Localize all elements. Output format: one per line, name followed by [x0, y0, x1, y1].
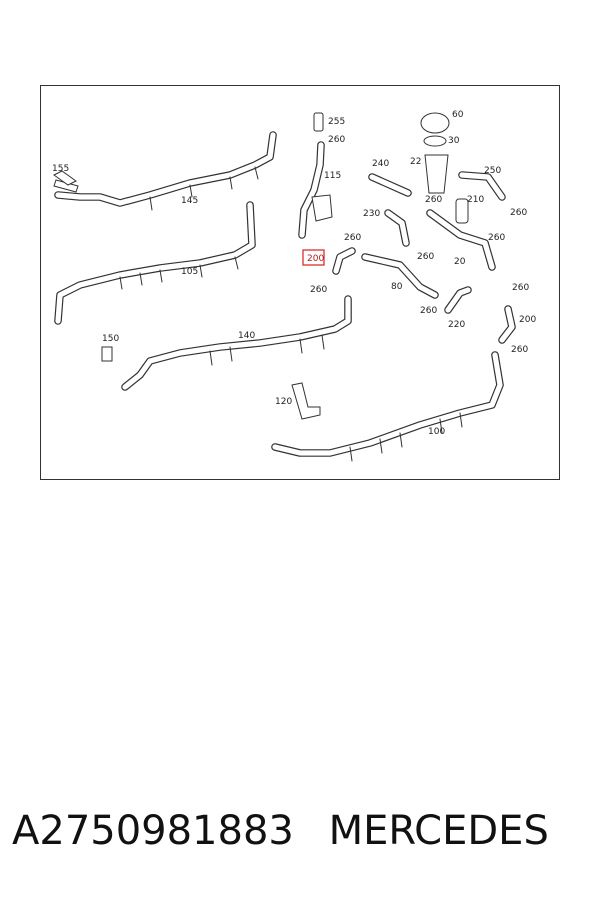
label-230: 230 — [363, 209, 380, 219]
label-260-d: 260 — [344, 233, 361, 243]
label-155: 155 — [52, 164, 69, 174]
label-200-highlighted: 200 — [307, 254, 324, 264]
highlight-box — [302, 249, 325, 266]
product-caption: A2750981883 MERCEDES — [12, 806, 592, 856]
label-260-e: 260 — [488, 233, 505, 243]
label-260-h: 260 — [512, 283, 529, 293]
label-100: 100 — [428, 427, 445, 437]
label-145: 145 — [181, 196, 198, 206]
hose-140 — [121, 295, 352, 391]
label-210: 210 — [467, 195, 484, 205]
hose-100 — [271, 351, 504, 462]
label-260-f: 260 — [417, 252, 434, 262]
label-260-g: 260 — [310, 285, 327, 295]
label-30: 30 — [448, 136, 460, 146]
label-200-b: 200 — [519, 315, 536, 325]
label-60: 60 — [452, 110, 464, 120]
label-115: 115 — [324, 171, 341, 181]
parts-diagram: 60 30 255 260 240 22 250 155 115 260 210… — [40, 85, 560, 480]
label-260-a: 260 — [328, 135, 345, 145]
label-20: 20 — [454, 257, 466, 267]
label-120: 120 — [275, 397, 292, 407]
hose-105 — [54, 201, 256, 325]
hose-diagram-svg: 60 30 255 260 240 22 250 155 115 260 210… — [40, 85, 560, 480]
label-255: 255 — [328, 117, 345, 127]
label-260-b: 260 — [425, 195, 442, 205]
brand-name: MERCEDES — [328, 808, 549, 854]
brackets — [53, 170, 321, 420]
hose-115 — [298, 112, 333, 239]
diagram-border — [40, 85, 560, 480]
label-105: 105 — [181, 267, 198, 277]
label-260-c: 260 — [510, 208, 527, 218]
middle-hoses — [332, 247, 516, 344]
label-240: 240 — [372, 159, 389, 169]
label-260-j: 260 — [511, 345, 528, 355]
label-150: 150 — [102, 334, 119, 344]
label-260-i: 260 — [420, 306, 437, 316]
hose-145 — [53, 131, 277, 211]
part-number: A2750981883 — [12, 808, 294, 854]
label-140: 140 — [238, 331, 255, 341]
part-labels: 60 30 255 260 240 22 250 155 115 260 210… — [52, 110, 536, 437]
label-80: 80 — [391, 282, 403, 292]
upper-right-parts — [368, 112, 506, 271]
label-220: 220 — [448, 320, 465, 330]
label-250: 250 — [484, 166, 501, 176]
label-22: 22 — [410, 157, 421, 167]
